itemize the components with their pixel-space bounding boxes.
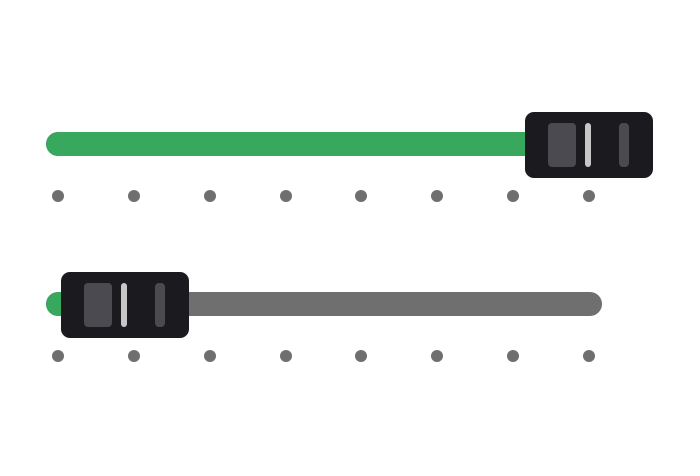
- grip-line-icon: [121, 283, 127, 327]
- slider-tick[interactable]: [583, 190, 595, 202]
- slider-tick[interactable]: [203, 190, 216, 202]
- slider-tick[interactable]: [355, 350, 368, 362]
- grip-line-icon: [155, 283, 165, 327]
- slider-handle[interactable]: [61, 272, 189, 338]
- slider-tick[interactable]: [431, 350, 444, 362]
- slider-tick[interactable]: [52, 190, 64, 202]
- slider-max[interactable]: [0, 100, 700, 220]
- slider-track[interactable]: [46, 132, 602, 156]
- slider-tick[interactable]: [507, 350, 520, 362]
- slider-tick[interactable]: [203, 350, 216, 362]
- slider-tick[interactable]: [127, 350, 140, 362]
- slider-tick[interactable]: [279, 350, 292, 362]
- slider-ticks: [0, 350, 700, 366]
- slider-min[interactable]: [0, 260, 700, 380]
- grip-line-icon: [585, 123, 591, 167]
- slider-fill: [46, 132, 589, 156]
- slider-tick[interactable]: [279, 190, 292, 202]
- slider-tick[interactable]: [127, 190, 140, 202]
- slider-tick[interactable]: [431, 190, 444, 202]
- grip-block-icon: [84, 283, 112, 327]
- slider-tick[interactable]: [355, 190, 368, 202]
- slider-tick[interactable]: [52, 350, 64, 362]
- slider-tick[interactable]: [507, 190, 520, 202]
- slider-ticks: [0, 190, 700, 206]
- grip-block-icon: [548, 123, 576, 167]
- slider-tick[interactable]: [583, 350, 595, 362]
- slider-handle[interactable]: [525, 112, 653, 178]
- grip-line-icon: [619, 123, 629, 167]
